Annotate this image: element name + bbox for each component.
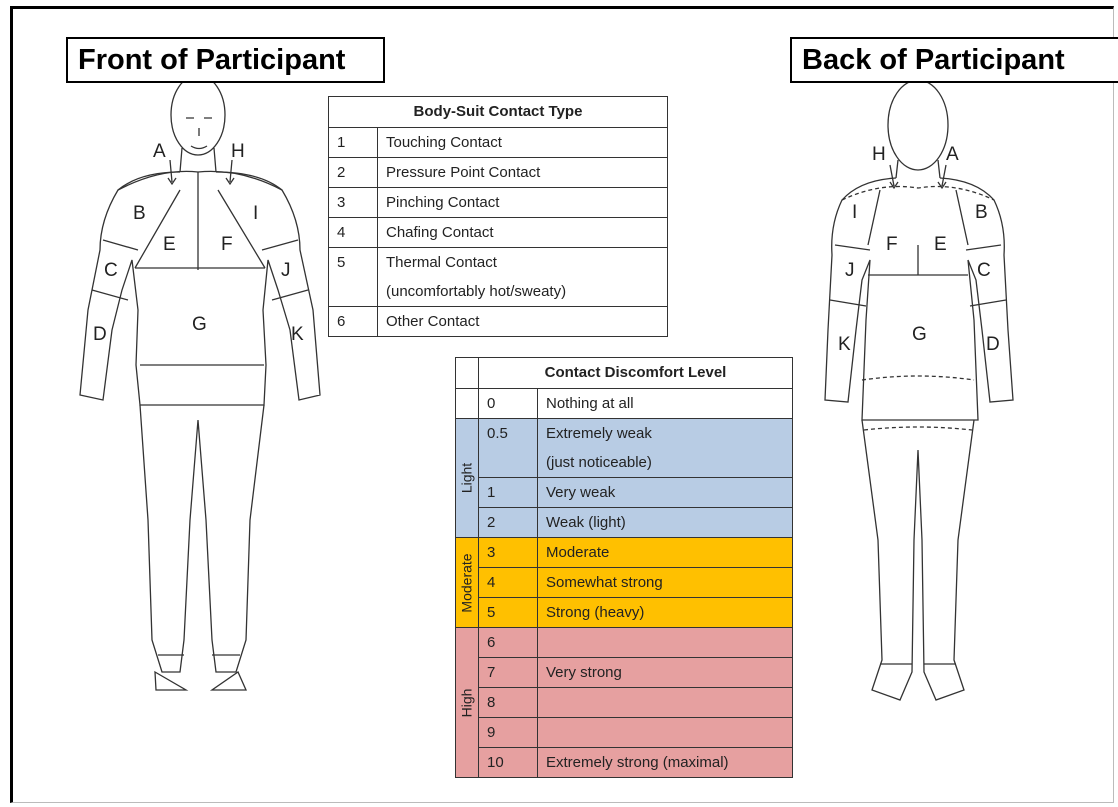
table-row: 8 [456,688,793,718]
level-label [538,688,793,718]
level-label: Extremely strong (maximal) [538,748,793,778]
back-head [888,80,948,170]
table-row: 5 Thermal Contact (uncomfortably hot/swe… [329,248,668,307]
group-moderate: Moderate [456,538,479,628]
contact-label: Touching Contact [378,128,668,158]
table-row: 3 Pinching Contact [329,188,668,218]
level-label: Strong (heavy) [538,598,793,628]
contact-num: 3 [329,188,378,218]
table-row: 4 Somewhat strong [456,568,793,598]
level-label: Very strong [538,658,793,688]
contact-label: Pinching Contact [378,188,668,218]
discomfort-level-table: Contact Discomfort Level 0 Nothing at al… [455,357,793,778]
level-label: Moderate [538,538,793,568]
level-value: 6 [479,628,538,658]
contact-label-line1: Thermal Contact [386,248,659,277]
contact-num: 6 [329,307,378,337]
level-value: 3 [479,538,538,568]
contact-label: Pressure Point Contact [378,158,668,188]
level-value: 0 [479,389,538,419]
level-label: Nothing at all [538,389,793,419]
table-row: 0 Nothing at all [456,389,793,419]
table-row: 4 Chafing Contact [329,218,668,248]
discomfort-header: Contact Discomfort Level [479,358,793,389]
table-row: High 6 [456,628,793,658]
contact-num: 4 [329,218,378,248]
group-high: High [456,628,479,778]
table-row: Moderate 3 Moderate [456,538,793,568]
level-label [538,718,793,748]
level-label-line2: (just noticeable) [546,448,784,477]
level-label: Somewhat strong [538,568,793,598]
level-value: 9 [479,718,538,748]
table-row: Light 0.5 Extremely weak (just noticeabl… [456,419,793,478]
back-title: Back of Participant [790,37,1118,83]
front-title: Front of Participant [66,37,385,83]
level-value: 5 [479,598,538,628]
table-row: 6 Other Contact [329,307,668,337]
level-label: Extremely weak (just noticeable) [538,419,793,478]
level-value: 1 [479,478,538,508]
back-region-f: F [886,234,898,255]
contact-type-table: Body-Suit Contact Type 1 Touching Contac… [328,96,668,337]
contact-num: 1 [329,128,378,158]
level-label [538,628,793,658]
back-region-k: K [838,334,851,355]
table-row: 7 Very strong [456,658,793,688]
group-none [456,389,479,419]
back-region-a: A [946,144,959,165]
back-region-g: G [912,324,927,345]
level-value: 2 [479,508,538,538]
level-value: 0.5 [479,419,538,478]
back-region-d: D [986,334,1000,355]
group-light: Light [456,419,479,538]
table-row: 5 Strong (heavy) [456,598,793,628]
back-region-b: B [975,202,988,223]
contact-num: 5 [329,248,378,307]
back-region-j: J [845,260,855,281]
table-row: 2 Weak (light) [456,508,793,538]
level-label: Very weak [538,478,793,508]
contact-num: 2 [329,158,378,188]
level-value: 7 [479,658,538,688]
level-value: 8 [479,688,538,718]
back-region-h: H [872,144,886,165]
contact-type-header: Body-Suit Contact Type [329,97,668,128]
contact-label: Other Contact [378,307,668,337]
contact-label: Chafing Contact [378,218,668,248]
table-row: 1 Touching Contact [329,128,668,158]
table-row: 2 Pressure Point Contact [329,158,668,188]
group-high-label: High [453,688,482,717]
back-region-c: C [977,260,991,281]
table-row: 9 [456,718,793,748]
group-light-label: Light [453,463,482,493]
level-label-line1: Extremely weak [546,419,784,448]
table-row: 10 Extremely strong (maximal) [456,748,793,778]
back-region-e: E [934,234,947,255]
contact-label-line2: (uncomfortably hot/sweaty) [386,277,659,306]
group-moderate-label: Moderate [453,553,482,612]
group-header-blank [456,358,479,389]
level-label: Weak (light) [538,508,793,538]
back-region-i: I [852,202,857,223]
table-row: 1 Very weak [456,478,793,508]
level-value: 4 [479,568,538,598]
level-value: 10 [479,748,538,778]
contact-label: Thermal Contact (uncomfortably hot/sweat… [378,248,668,307]
